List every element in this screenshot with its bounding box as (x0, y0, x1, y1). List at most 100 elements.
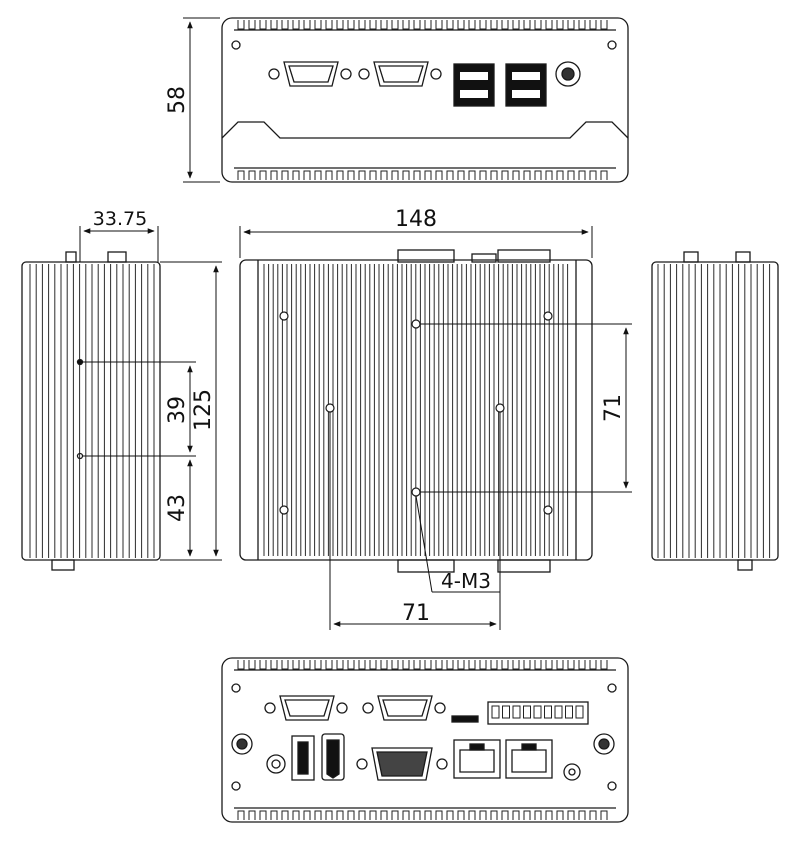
fin-mark (380, 660, 388, 670)
front-bevel-line (221, 121, 629, 139)
dim-label-hole-lower: 43 (165, 494, 190, 522)
screw-icon (231, 683, 241, 693)
usb-port-stack-icon (505, 63, 547, 107)
fin-mark (534, 20, 542, 30)
fin-mark (413, 810, 421, 820)
fin-mark (501, 170, 509, 180)
fin-mark (292, 660, 300, 670)
fin-mark (567, 170, 575, 180)
dim-label-height: 58 (165, 86, 190, 114)
screw-icon (231, 781, 241, 791)
fin-mark (402, 660, 410, 670)
fin-mark (446, 20, 454, 30)
fin-mark (380, 810, 388, 820)
fin-mark (424, 810, 432, 820)
fin-mark (402, 170, 410, 180)
fin-mark (358, 660, 366, 670)
fin-mark (391, 170, 399, 180)
fin-mark (391, 660, 399, 670)
fin-mark (534, 810, 542, 820)
fin-mark (314, 810, 322, 820)
fin-mark (523, 20, 531, 30)
fin-mark (424, 20, 432, 30)
fin-mark (545, 810, 553, 820)
fin-mark (501, 810, 509, 820)
mount-hole-icon (411, 487, 421, 497)
dim-label-width: 148 (395, 207, 437, 232)
fin-mark (292, 170, 300, 180)
fin-mark (303, 20, 311, 30)
fin-mark (435, 810, 443, 820)
fin-mark (325, 20, 333, 30)
terminal-pin (554, 705, 563, 719)
fin-mark (314, 170, 322, 180)
terminal-block-icon (487, 701, 589, 725)
fin-mark (479, 20, 487, 30)
dimension-71-horizontal (329, 412, 501, 630)
fin-mark (534, 170, 542, 180)
audio-jack-icon (266, 754, 286, 774)
fin-mark (556, 170, 564, 180)
left-side-outline (21, 261, 161, 561)
fin-mark (369, 20, 377, 30)
fin-mark (600, 20, 608, 30)
connector-stub (497, 559, 551, 573)
fin-mark (457, 170, 465, 180)
dimension-58 (183, 17, 220, 183)
screw-icon (607, 683, 617, 693)
rear-view-bottom (221, 657, 629, 823)
connector-stub (497, 249, 551, 263)
fin-mark (259, 660, 267, 670)
dimension-33-75 (79, 226, 159, 262)
fin-mark (534, 660, 542, 670)
fin-mark (512, 170, 520, 180)
fin-mark (589, 810, 597, 820)
screw-icon (607, 781, 617, 791)
fin-mark (347, 20, 355, 30)
terminal-pin (512, 705, 521, 719)
fin-mark (457, 20, 465, 30)
fin-mark (468, 660, 476, 670)
fin-mark (237, 170, 245, 180)
fin-mark (248, 20, 256, 30)
fin-mark (435, 170, 443, 180)
serial-port-icon (358, 61, 442, 87)
fin-mark (270, 20, 278, 30)
fin-mark (523, 170, 531, 180)
fin-mark (292, 20, 300, 30)
fin-mark (303, 170, 311, 180)
fin-mark (369, 660, 377, 670)
fin-mark (292, 810, 300, 820)
fin-mark (325, 660, 333, 670)
fin-mark (369, 810, 377, 820)
dimension-71-vertical (420, 323, 632, 493)
usb-port-icon (291, 735, 315, 781)
fin-mark (270, 660, 278, 670)
dimension-148 (239, 226, 593, 258)
fin-mark (358, 20, 366, 30)
fin-mark (523, 810, 531, 820)
fin-mark (303, 660, 311, 670)
fin-mark (259, 20, 267, 30)
antenna-connector-icon (231, 733, 253, 755)
fin-mark (545, 170, 553, 180)
left-side-fins (29, 264, 155, 558)
fin-mark (578, 810, 586, 820)
screw-icon (231, 40, 241, 50)
fin-mark (413, 660, 421, 670)
top-view-outline (239, 259, 593, 561)
mount-hole-icon (411, 319, 421, 329)
terminal-pin (523, 705, 531, 719)
fin-mark (512, 20, 520, 30)
fin-mark (556, 660, 564, 670)
fin-mark (600, 170, 608, 180)
fin-mark (248, 810, 256, 820)
fin-mark (303, 810, 311, 820)
mount-hole-icon (76, 358, 84, 366)
top-view (239, 249, 593, 573)
power-jack-icon (563, 763, 581, 781)
fin-mark (490, 170, 498, 180)
fin-mark (347, 170, 355, 180)
ethernet-port-icon (453, 739, 501, 779)
fin-mark (270, 810, 278, 820)
